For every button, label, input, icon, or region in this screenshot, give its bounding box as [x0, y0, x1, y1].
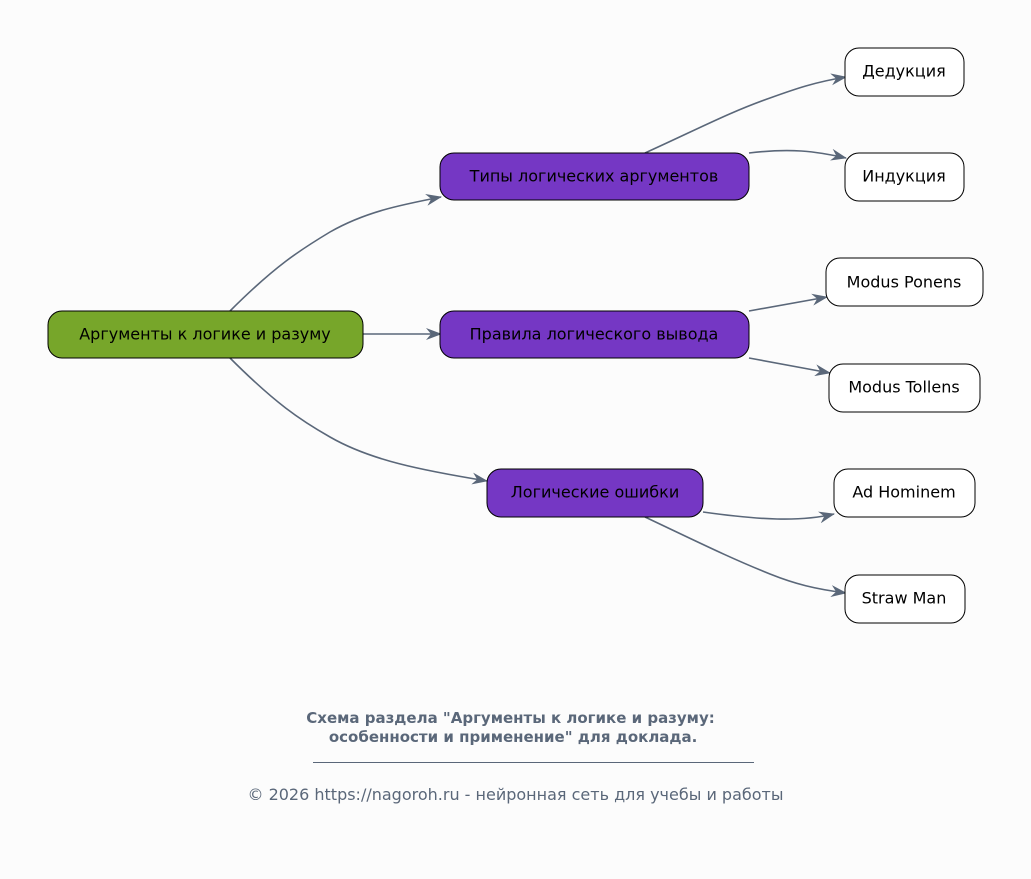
node-modus-tollens[interactable]: Modus Tollens [828, 363, 981, 413]
edge-types-deduction [644, 73, 847, 154]
node-straw-man-label: Straw Man [862, 589, 947, 608]
edge-rules-modus-tollens [748, 357, 831, 377]
node-modus-ponens-label: Modus Ponens [847, 273, 962, 292]
edge-root-types [229, 193, 442, 312]
copyright-text: © 2026 https://nagoroh.ru - нейронная се… [247, 785, 784, 804]
edge-fallacies-ad-hominem [702, 511, 835, 524]
node-rules[interactable]: Правила логического вывода [439, 310, 750, 359]
diagram-caption-title: Схема раздела "Аргументы к логике и разу… [306, 709, 715, 746]
caption-divider [313, 762, 754, 763]
node-induction[interactable]: Индукция [844, 152, 965, 202]
node-ad-hominem-label: Ad Hominem [852, 483, 955, 502]
node-root[interactable]: Аргументы к логике и разуму [47, 310, 364, 359]
node-fallacies-label: Логические ошибки [511, 483, 679, 502]
node-deduction-label: Дедукция [862, 62, 945, 81]
node-modus-ponens[interactable]: Modus Ponens [825, 257, 984, 307]
node-induction-label: Индукция [862, 167, 946, 186]
edge-types-induction [748, 148, 847, 161]
edge-root-fallacies [229, 357, 488, 485]
node-rules-label: Правила логического вывода [470, 325, 719, 344]
node-deduction[interactable]: Дедукция [844, 47, 965, 97]
node-types-label: Типы логических аргументов [469, 167, 719, 186]
edge-rules-modus-ponens [748, 293, 828, 312]
node-root-label: Аргументы к логике и разуму [79, 325, 331, 344]
node-types[interactable]: Типы логических аргументов [439, 152, 750, 201]
node-straw-man[interactable]: Straw Man [844, 574, 966, 624]
edge-fallacies-straw-man [644, 516, 847, 598]
node-fallacies[interactable]: Логические ошибки [486, 468, 704, 518]
node-ad-hominem[interactable]: Ad Hominem [833, 468, 976, 518]
node-modus-tollens-label: Modus Tollens [848, 378, 959, 397]
